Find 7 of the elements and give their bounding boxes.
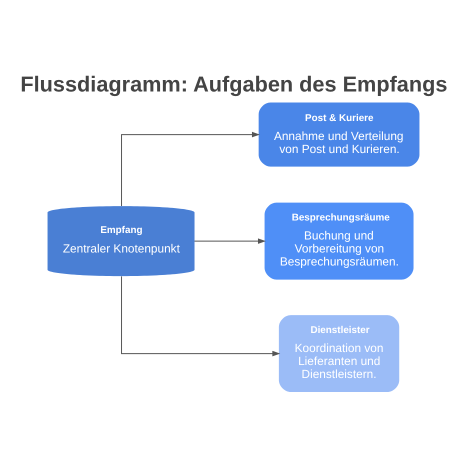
node-box: Post & Kuriere Annahme und Verteilung von Post und Kurieren. [258, 102, 420, 166]
arrow [121, 131, 260, 206]
arrow [194, 238, 266, 244]
node-box: Besprechungsräume Buchung und Vorbereitung von Besprechungsräumen. [264, 202, 414, 280]
diagram-title: Flussdiagramm: Aufgaben des Empfangs [20, 70, 448, 96]
node-box: Dienstleister Koordination von Lieferanten und Dienstleistern. [278, 314, 400, 392]
arrow [121, 275, 280, 356]
